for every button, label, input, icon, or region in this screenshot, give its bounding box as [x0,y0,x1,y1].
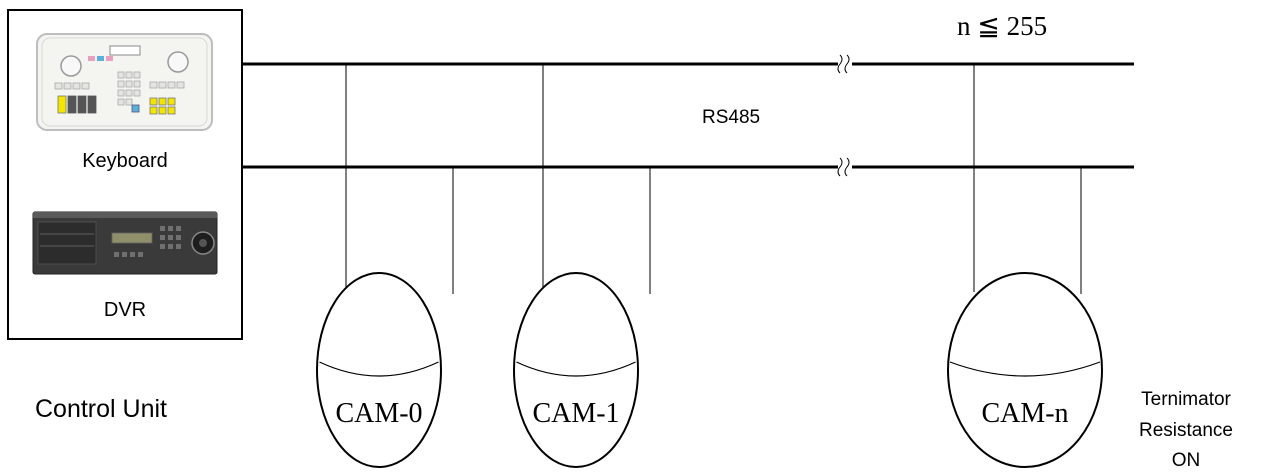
bus-label: RS485 [702,107,760,128]
dvr-label: DVR [104,299,146,321]
terminator-line-2: Resistance [1139,420,1233,441]
terminator-line-3: ON [1172,450,1201,471]
camera-0 [316,272,442,468]
bus-break-mark [837,54,850,177]
keyboard-icon [36,33,213,131]
camera-0-label: CAM-0 [335,398,422,429]
control-unit-label: Control Unit [35,395,167,423]
drop-wires [345,64,1082,294]
camera-n-label: CAM-n [981,398,1068,429]
camera-1 [513,272,639,468]
camera-1-label: CAM-1 [532,398,619,429]
terminator-line-1: Ternimator [1141,389,1231,410]
dvr-icon [32,211,218,275]
bus-count-note: n ≦ 255 [957,11,1047,41]
keyboard-label: Keyboard [82,150,168,172]
camera-n [947,272,1103,468]
